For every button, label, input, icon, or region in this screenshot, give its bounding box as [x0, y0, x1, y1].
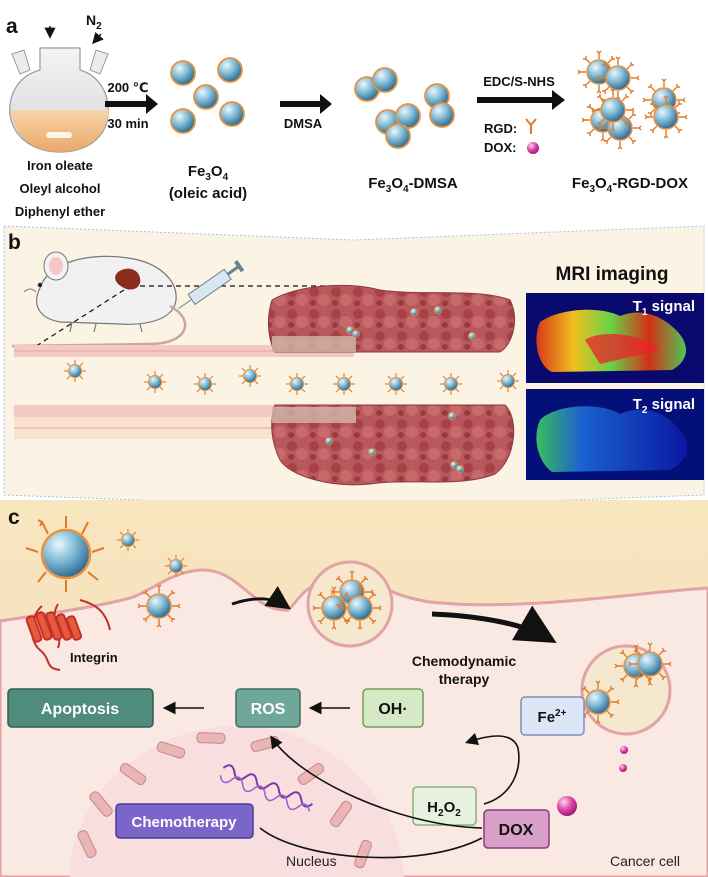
t1-signal-label: T1 signal — [633, 298, 695, 318]
ingredient-iron-oleate: Iron oleate — [27, 158, 93, 173]
t2-signal-label: T2 signal — [633, 396, 695, 416]
endocytosis-arrow-1 — [231, 586, 291, 610]
chemotherapy-text: Chemotherapy — [131, 814, 237, 831]
nucleus-label: Nucleus — [286, 853, 337, 869]
fe-text: Fe2+ — [538, 708, 567, 726]
ros-box: ROS — [235, 688, 301, 728]
lysosome-vesicle — [576, 642, 672, 736]
mri-title: MRI imaging — [556, 264, 669, 285]
product2-name: Fe3O4-DMSA — [368, 175, 458, 195]
panel-c-label: c — [8, 506, 20, 529]
oh-text: OH· — [378, 701, 407, 718]
product1-name: Fe3O4 — [188, 163, 229, 183]
cdt-label-line1: Chemodynamic — [412, 653, 516, 669]
mri-t2-image: T2 signal — [526, 389, 704, 480]
ingredient-diphenyl-ether: Diphenyl ether — [15, 204, 105, 219]
panel-c: c Integrin — [0, 500, 708, 877]
endocytosis-arrow-2 — [431, 605, 557, 644]
rgd-label: RGD: — [484, 121, 517, 136]
step1-arrow — [105, 94, 158, 114]
fe3o4-dmsa-particles — [354, 67, 455, 149]
endosome-vesicle — [306, 560, 394, 648]
dox-sphere-icon — [527, 142, 539, 154]
apoptosis-text: Apoptosis — [41, 701, 119, 718]
three-neck-flask-icon — [9, 26, 109, 153]
released-dox-spheres — [557, 746, 628, 816]
integrin-label: Integrin — [70, 650, 118, 665]
step2-arrow — [280, 94, 332, 114]
h2o2-text: H2O2 — [427, 799, 461, 819]
step3-reagent: EDC/S-NHS — [483, 74, 555, 89]
arrow-dox-to-ros — [270, 735, 483, 829]
panel-b-label: b — [8, 231, 21, 254]
step1-temperature: 200 ℃ — [107, 80, 148, 95]
product3-name: Fe3O4-RGD-DOX — [572, 175, 688, 195]
tumor-site — [115, 268, 141, 290]
step1-time: 30 min — [107, 116, 148, 131]
nucleus — [70, 725, 404, 877]
panel-b: b — [3, 225, 705, 509]
panel-a-label: a — [6, 15, 18, 38]
cdt-label-line2: therapy — [439, 671, 490, 687]
n2-label: N2 — [86, 12, 102, 32]
fe3o4-rgd-dox-particles — [577, 50, 688, 150]
dox-text: DOX — [499, 822, 534, 839]
panel-a: a N2 Iron oleate Oleyl alcohol Diphenyl … — [6, 12, 688, 219]
mri-t1-image: T1 signal — [526, 293, 704, 383]
free-nanoparticle — [116, 528, 140, 552]
step3-arrow — [477, 90, 565, 110]
product1-coating: (oleic acid) — [169, 185, 247, 202]
arrow-h2o2-to-oh — [464, 732, 520, 805]
hydroxyl-radical-box: OH· — [362, 688, 424, 728]
chemotherapy-box: Chemotherapy — [115, 803, 254, 839]
step2-reagent: DMSA — [284, 116, 323, 131]
fe3o4-oleic-particles — [170, 57, 245, 134]
ferrous-ion-box: Fe2+ — [520, 696, 585, 736]
ingredient-oleyl-alcohol: Oleyl alcohol — [20, 181, 101, 196]
dox-box: DOX — [483, 809, 550, 849]
rgd-nanoparticle-large — [25, 516, 105, 592]
ros-text: ROS — [251, 701, 286, 718]
syringe-icon — [178, 260, 245, 310]
integrin-protein-icon — [25, 599, 111, 671]
rgd-ligand-icon — [525, 118, 537, 134]
arrow-dox-to-nucleus — [259, 827, 483, 859]
free-nanoparticle-cluster — [164, 554, 188, 578]
dox-label: DOX: — [484, 140, 517, 155]
apoptosis-box: Apoptosis — [7, 688, 154, 728]
blood-vessel — [14, 345, 354, 439]
mouse-illustration — [11, 251, 330, 351]
cancer-cell-label: Cancer cell — [610, 853, 680, 869]
